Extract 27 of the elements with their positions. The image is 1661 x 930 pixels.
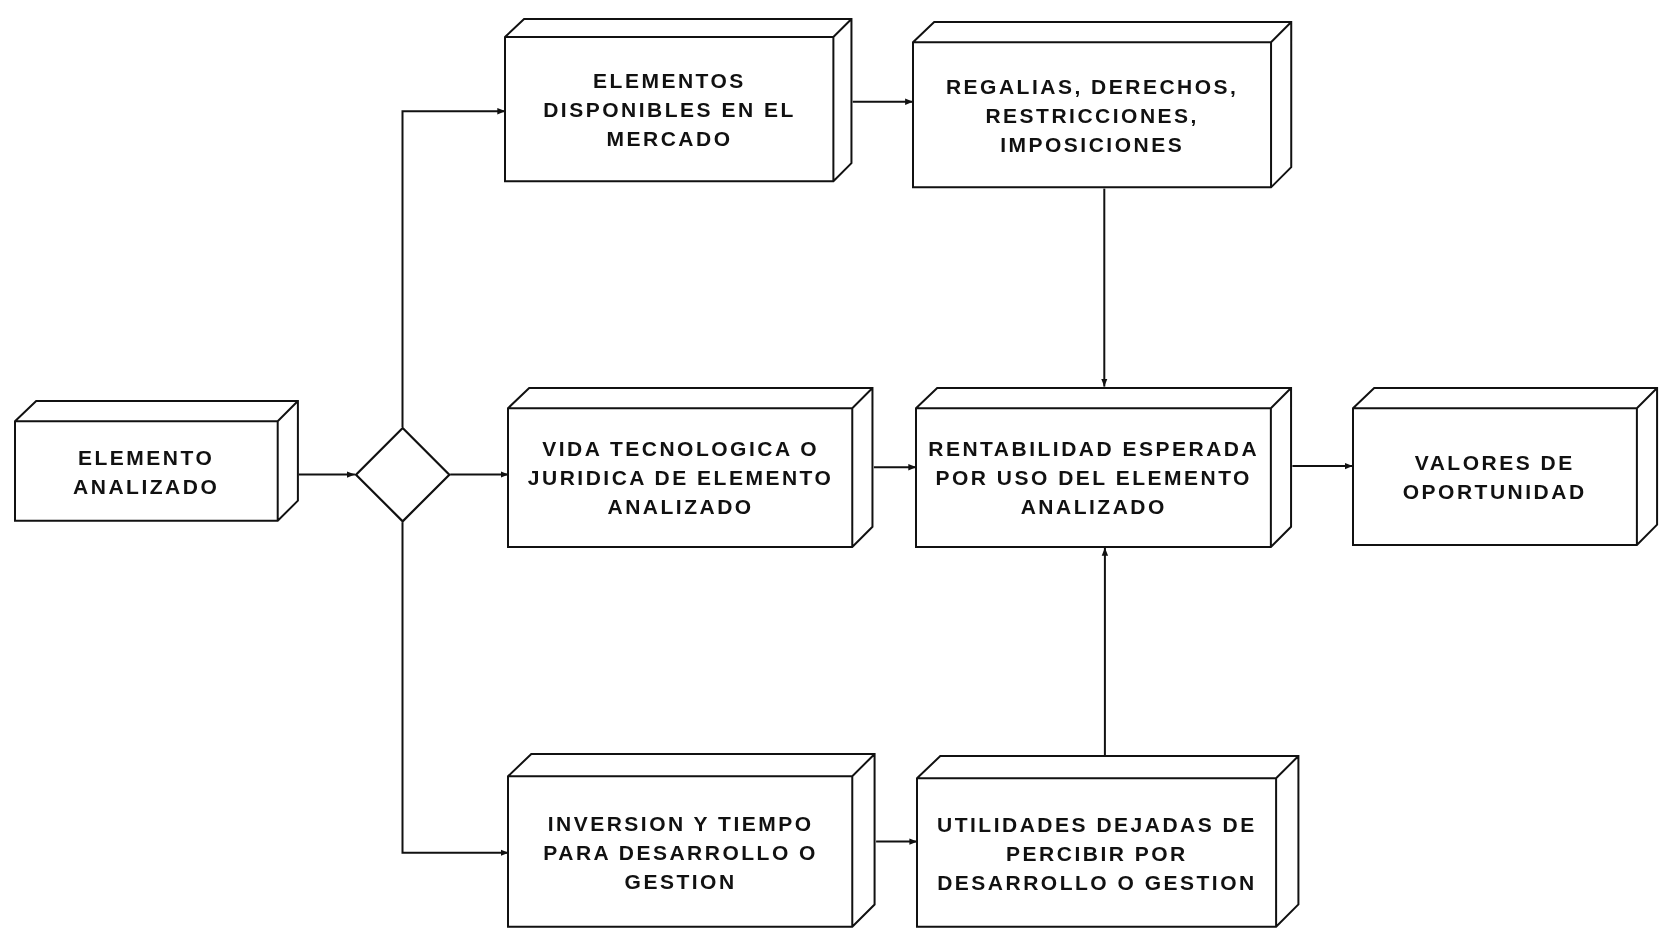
box-label: UTILIDADES DEJADAS DE PERCIBIR POR DESARROLLO O GESTION [936, 811, 1258, 896]
process-box [508, 753, 877, 928]
process-box [916, 386, 1293, 548]
box-label: INVERSION Y TIEMPO PARA DESARROLLO O GESTION [542, 810, 819, 895]
arrow [1101, 187, 1108, 388]
box-label: RENTABILIDAD ESPERADA POR USO DEL ELEMENTO ANALIZADO [927, 436, 1261, 521]
process-box [505, 18, 853, 183]
arrow [449, 471, 510, 478]
process-box [913, 21, 1293, 189]
arrow [875, 838, 919, 845]
box-label: VIDA TECNOLOGICA O JURIDICA DE ELEMENTO ANALIZADO [526, 436, 835, 521]
process-box [1352, 386, 1658, 546]
box-label: ELEMENTOS DISPONIBLES EN EL MERCADO [542, 68, 797, 153]
arrow [872, 464, 918, 471]
decision-diamond [354, 426, 451, 523]
arrow [401, 108, 507, 428]
arrow [297, 471, 356, 478]
process-box [917, 755, 1300, 928]
arrow [851, 98, 915, 105]
arrow [401, 521, 510, 856]
arrow [1101, 546, 1109, 757]
arrow [1291, 462, 1354, 470]
process-box [508, 386, 874, 548]
box-label: VALORES DE OPORTUNIDAD [1401, 449, 1588, 505]
process-box [14, 400, 299, 523]
box-label: REGALIAS, DERECHOS, RESTRICCIONES, IMPOSICIONES [944, 73, 1240, 158]
box-label: ELEMENTO ANALIZADO [72, 444, 221, 500]
